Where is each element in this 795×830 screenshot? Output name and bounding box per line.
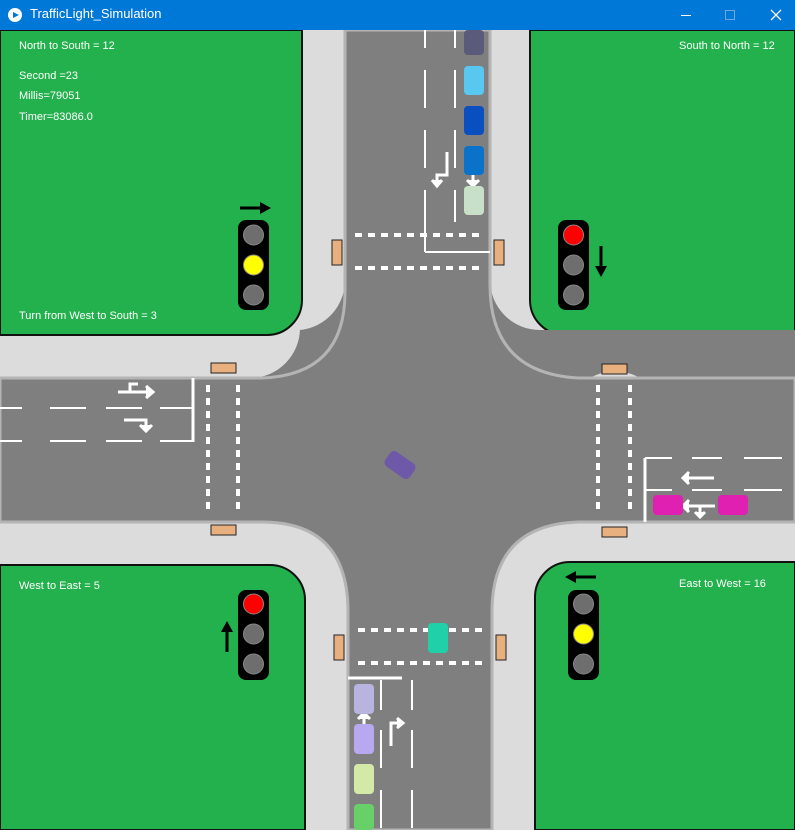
pedestrian-button[interactable]	[210, 362, 237, 374]
pedestrian-button[interactable]	[495, 634, 507, 661]
pedestrian-button[interactable]	[210, 524, 237, 536]
right-arrow-icon	[240, 202, 271, 214]
window-title: TrafficLight_Simulation	[30, 6, 162, 21]
vehicles	[354, 30, 748, 830]
pedestrian-button[interactable]	[333, 634, 345, 661]
pedestrian-button[interactable]	[331, 239, 343, 266]
lane-markings-east	[643, 457, 782, 522]
millis-readout: Millis=79051	[19, 90, 81, 102]
pedestrian-button[interactable]	[601, 363, 628, 375]
lane-markings-south	[348, 676, 413, 828]
north-to-south-counter: North to South = 12	[19, 40, 115, 52]
vehicle	[464, 106, 484, 135]
pedestrian-buttons	[210, 239, 628, 661]
vehicle	[354, 804, 374, 830]
east-to-west-counter: East to West = 16	[679, 578, 766, 590]
minimize-icon	[681, 15, 691, 16]
vehicle	[354, 724, 374, 754]
crosswalk-north	[355, 233, 485, 270]
left-arrow-icon	[565, 571, 596, 583]
vehicle	[428, 623, 448, 653]
vehicle	[653, 495, 683, 515]
maximize-button[interactable]	[707, 0, 753, 30]
turn-arrow-icon	[435, 152, 449, 182]
traffic-light-southwest	[221, 590, 269, 680]
pedestrian-button[interactable]	[601, 526, 628, 538]
road	[0, 30, 795, 830]
vehicle	[464, 186, 484, 215]
lane-markings-north	[424, 30, 490, 253]
traffic-light-southeast	[565, 571, 599, 680]
vehicle	[354, 684, 374, 714]
vehicle	[384, 450, 416, 480]
close-button[interactable]	[753, 0, 795, 30]
intersection-scene	[0, 30, 795, 830]
crosswalk-east	[596, 385, 632, 515]
app-icon	[8, 8, 22, 22]
down-arrow-icon	[595, 246, 607, 277]
traffic-light-northeast	[558, 220, 607, 310]
crosswalk-south	[358, 628, 488, 665]
vehicle	[464, 30, 484, 55]
vehicle	[354, 764, 374, 794]
west-to-east-counter: West to East = 5	[19, 580, 100, 592]
second-readout: Second =23	[19, 70, 79, 82]
maximize-icon	[725, 10, 735, 20]
traffic-light-northwest	[238, 202, 271, 310]
lane-markings-west	[0, 378, 195, 442]
crosswalk-west	[206, 385, 240, 515]
turn-west-to-south-counter: Turn from West to South = 3	[19, 310, 157, 322]
timer-readout: Timer=83086.0	[19, 111, 93, 123]
title-bar: TrafficLight_Simulation	[0, 0, 795, 30]
minimize-button[interactable]	[663, 0, 709, 30]
grass-southeast	[534, 561, 795, 830]
close-icon	[770, 9, 782, 21]
simulation-canvas: North to South = 12 Second =23 Millis=79…	[0, 30, 795, 830]
vehicle	[464, 146, 484, 175]
up-arrow-icon	[221, 621, 233, 652]
vehicle	[718, 495, 748, 515]
vehicle	[464, 66, 484, 95]
grass-northwest	[0, 30, 303, 336]
south-to-north-counter: South to North = 12	[679, 40, 775, 52]
pedestrian-button[interactable]	[493, 239, 505, 266]
